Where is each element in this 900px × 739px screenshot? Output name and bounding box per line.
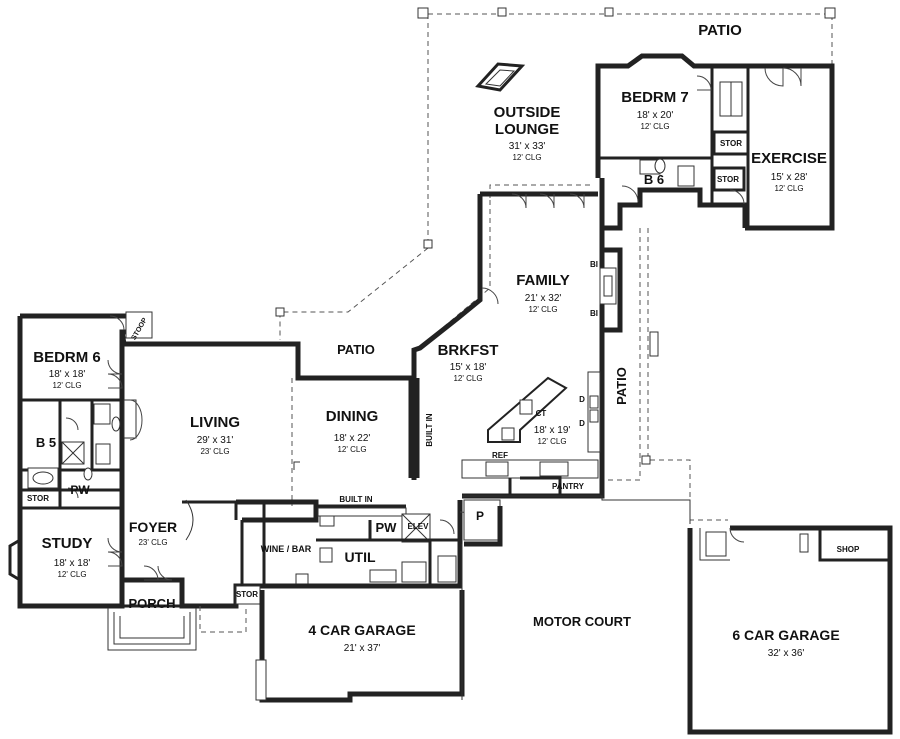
label-bedrm7: BEDRM 7 bbox=[621, 89, 689, 106]
dim-kitchen: 18' x 19' bbox=[534, 425, 571, 436]
label-bedrm6: BEDRM 6 bbox=[33, 349, 101, 366]
label-motor-court: MOTOR COURT bbox=[533, 614, 631, 629]
label-shop: SHOP bbox=[837, 545, 860, 554]
label-pw-a: PW bbox=[70, 483, 90, 497]
dim-6-car-garage: 32' x 36' bbox=[768, 648, 805, 659]
label-stor-b: STOR bbox=[717, 175, 739, 184]
label-patio-side: PATIO bbox=[614, 367, 629, 405]
label-living: LIVING bbox=[190, 414, 240, 431]
label-pw-b: PW bbox=[376, 520, 398, 535]
label-ct: CT bbox=[536, 409, 547, 418]
clg-bedrm6: 12' CLG bbox=[52, 381, 81, 390]
label-stor-a: STOR bbox=[720, 139, 742, 148]
label-built-in-vertical: BUILT IN bbox=[425, 413, 434, 446]
clg-dining: 12' CLG bbox=[337, 445, 366, 454]
label-porch: PORCH bbox=[129, 596, 176, 611]
clg-outside-lounge: 12' CLG bbox=[512, 153, 541, 162]
label-stor-d: STOR bbox=[236, 590, 258, 599]
label-b6: B 6 bbox=[644, 172, 664, 187]
main-living-walls bbox=[107, 331, 420, 651]
dim-4-car-garage: 21' x 37' bbox=[344, 643, 381, 654]
clg-family: 12' CLG bbox=[528, 305, 557, 314]
label-4-car-garage: 4 CAR GARAGE bbox=[308, 622, 415, 638]
bedroom7-wing-walls bbox=[595, 53, 835, 231]
outdoor-fireplace-icon bbox=[475, 62, 526, 92]
motor-court-outline bbox=[461, 495, 691, 700]
dim-living: 29' x 31' bbox=[197, 435, 234, 446]
label-patio-top: PATIO bbox=[698, 22, 742, 39]
label-wine-bar: WINE / BAR bbox=[261, 544, 312, 554]
label-p: P bbox=[476, 509, 484, 523]
label-study: STUDY bbox=[42, 535, 93, 552]
dim-family: 21' x 32' bbox=[525, 293, 562, 304]
label-outside-lounge-2: LOUNGE bbox=[495, 121, 559, 138]
label-d-b: D bbox=[579, 419, 585, 428]
clg-brkfst: 12' CLG bbox=[453, 374, 482, 383]
label-dining: DINING bbox=[326, 408, 379, 425]
clg-foyer: 23' CLG bbox=[138, 538, 167, 547]
label-6-car-garage: 6 CAR GARAGE bbox=[732, 627, 839, 643]
six-car-garage-walls bbox=[687, 525, 893, 735]
room-labels: PATIO OUTSIDE LOUNGE 31' x 33' 12' CLG B… bbox=[27, 22, 860, 659]
label-foyer: FOYER bbox=[129, 519, 177, 535]
label-b5: B 5 bbox=[36, 435, 56, 450]
dim-dining: 18' x 22' bbox=[334, 433, 371, 444]
dim-outside-lounge: 31' x 33' bbox=[509, 141, 546, 152]
service-core-walls bbox=[236, 499, 503, 589]
label-family: FAMILY bbox=[516, 272, 570, 289]
clg-study: 12' CLG bbox=[57, 570, 86, 579]
dim-bedrm6: 18' x 18' bbox=[49, 369, 86, 380]
dim-study: 18' x 18' bbox=[54, 558, 91, 569]
label-outside-lounge-1: OUTSIDE bbox=[494, 104, 561, 121]
label-exercise: EXERCISE bbox=[751, 150, 827, 167]
clg-living: 23' CLG bbox=[200, 447, 229, 456]
label-d-a: D bbox=[579, 395, 585, 404]
label-brkfst: BRKFST bbox=[438, 342, 499, 359]
label-built-in-horizontal: BUILT IN bbox=[339, 495, 372, 504]
label-bi-b: BI bbox=[590, 309, 598, 318]
label-util: UTIL bbox=[344, 549, 376, 565]
clg-bedrm7: 12' CLG bbox=[640, 122, 669, 131]
label-ref: REF bbox=[492, 451, 508, 460]
label-stor-c: STOR bbox=[27, 494, 49, 503]
label-elev: ELEV bbox=[408, 522, 430, 531]
clg-kitchen: 12' CLG bbox=[537, 437, 566, 446]
clg-exercise: 12' CLG bbox=[774, 184, 803, 193]
dim-exercise: 15' x 28' bbox=[771, 172, 808, 183]
dim-brkfst: 15' x 18' bbox=[450, 362, 487, 373]
label-patio-mid: PATIO bbox=[337, 342, 375, 357]
dim-bedrm7: 18' x 20' bbox=[637, 110, 674, 121]
label-pantry: PANTRY bbox=[552, 482, 585, 491]
side-patio-outline bbox=[604, 228, 728, 521]
label-bi-a: BI bbox=[590, 260, 598, 269]
